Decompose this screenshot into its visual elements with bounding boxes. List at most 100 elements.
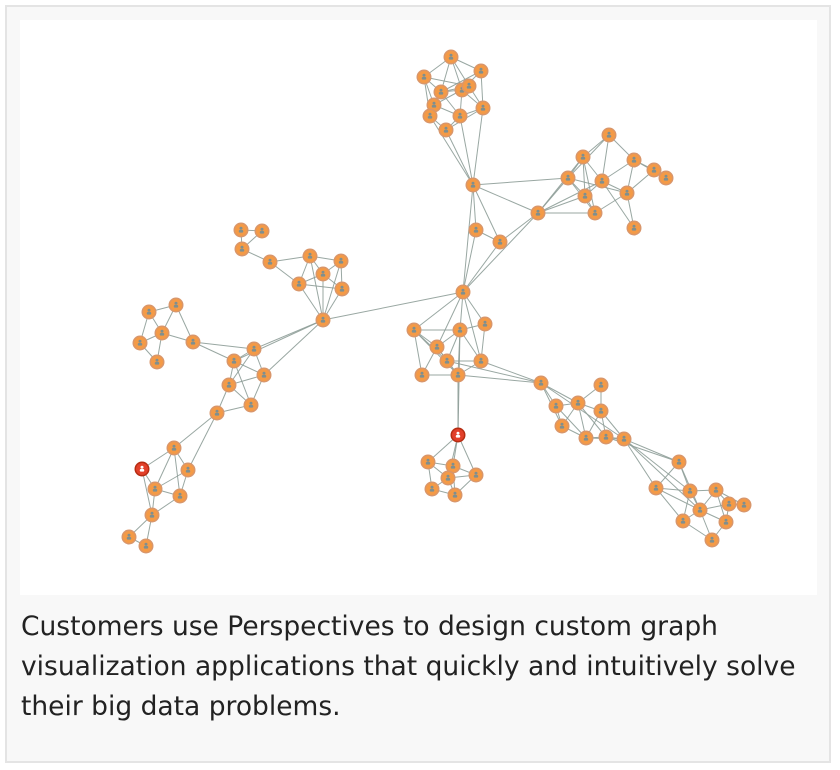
graph-node[interactable]: [718, 514, 734, 530]
graph-node[interactable]: [246, 341, 262, 357]
graph-node[interactable]: [675, 513, 691, 529]
graph-node[interactable]: [302, 248, 318, 264]
graph-node[interactable]: [598, 429, 614, 445]
graph-node[interactable]: [414, 367, 430, 383]
graph-node[interactable]: [144, 507, 160, 523]
graph-node[interactable]: [154, 325, 170, 341]
graph-node[interactable]: [473, 353, 489, 369]
person-icon: [575, 399, 581, 406]
graph-node[interactable]: [601, 127, 617, 143]
graph-node[interactable]: [416, 69, 432, 85]
graph-edge: [472, 184, 477, 231]
graph-node[interactable]: [291, 276, 307, 292]
graph-node[interactable]: [452, 108, 468, 124]
graph-node[interactable]: [560, 170, 576, 186]
graph-node[interactable]: [226, 353, 242, 369]
person-icon: [741, 501, 747, 508]
person-icon: [460, 288, 466, 295]
person-icon: [226, 381, 232, 388]
graph-edge: [173, 447, 181, 497]
graph-node[interactable]: [721, 496, 737, 512]
graph-node[interactable]: [429, 339, 445, 355]
graph-node[interactable]: [141, 304, 157, 320]
graph-node[interactable]: [172, 488, 188, 504]
graph-node[interactable]: [334, 281, 350, 297]
graph-node[interactable]: [577, 188, 593, 204]
graph-node[interactable]: [578, 430, 594, 446]
graph-node[interactable]: [477, 316, 493, 332]
graph-node[interactable]: [473, 63, 489, 79]
graph-node[interactable]: [422, 108, 438, 124]
graph-node-alert[interactable]: [134, 461, 150, 477]
graph-node[interactable]: [439, 353, 455, 369]
graph-node[interactable]: [533, 375, 549, 391]
graph-node[interactable]: [461, 78, 477, 94]
graph-node[interactable]: [548, 398, 564, 414]
graph-node[interactable]: [180, 462, 196, 478]
graph-node[interactable]: [147, 481, 163, 497]
person-icon: [559, 422, 565, 429]
graph-node[interactable]: [736, 497, 752, 513]
graph-node[interactable]: [254, 223, 270, 239]
graph-node[interactable]: [209, 405, 225, 421]
graph-node[interactable]: [185, 334, 201, 350]
graph-node[interactable]: [468, 467, 484, 483]
graph-node[interactable]: [626, 152, 642, 168]
person-icon: [159, 329, 165, 336]
graph-node[interactable]: [234, 241, 250, 257]
graph-edge: [540, 382, 625, 440]
graph-node[interactable]: [575, 149, 591, 165]
graph-node[interactable]: [420, 454, 436, 470]
graph-node[interactable]: [692, 502, 708, 518]
graph-node[interactable]: [671, 454, 687, 470]
graph-node[interactable]: [570, 395, 586, 411]
graph-node[interactable]: [138, 538, 154, 554]
graph-node[interactable]: [221, 377, 237, 393]
graph-node[interactable]: [708, 482, 724, 498]
graph-node[interactable]: [682, 483, 698, 499]
graph-node[interactable]: [450, 367, 466, 383]
graph-node[interactable]: [593, 403, 609, 419]
graph-node[interactable]: [333, 253, 349, 269]
graph-node[interactable]: [149, 354, 165, 370]
graph-node[interactable]: [315, 312, 331, 328]
graph-node[interactable]: [406, 322, 422, 338]
graph-node[interactable]: [626, 220, 642, 236]
graph-node[interactable]: [465, 177, 481, 193]
graph-node[interactable]: [233, 222, 249, 238]
graph-node[interactable]: [619, 185, 635, 201]
graph-node[interactable]: [166, 440, 182, 456]
graph-node[interactable]: [315, 266, 331, 282]
graph-edge: [429, 115, 474, 186]
graph-node[interactable]: [468, 222, 484, 238]
graph-node[interactable]: [452, 322, 468, 338]
graph-node[interactable]: [648, 480, 664, 496]
graph-node[interactable]: [447, 487, 463, 503]
graph-node[interactable]: [455, 284, 471, 300]
graph-node[interactable]: [243, 397, 259, 413]
graph-node[interactable]: [256, 367, 272, 383]
graph-node[interactable]: [424, 481, 440, 497]
graph-node[interactable]: [587, 205, 603, 221]
graph-node[interactable]: [646, 162, 662, 178]
person-icon: [231, 357, 237, 364]
graph-node[interactable]: [593, 377, 609, 393]
graph-node[interactable]: [168, 297, 184, 313]
graph-node[interactable]: [658, 170, 674, 186]
graph-node[interactable]: [443, 49, 459, 65]
graph-node[interactable]: [594, 173, 610, 189]
graph-node[interactable]: [440, 470, 456, 486]
graph-node[interactable]: [445, 458, 461, 474]
graph-node[interactable]: [433, 84, 449, 100]
graph-node[interactable]: [121, 529, 137, 545]
graph-node[interactable]: [530, 205, 546, 221]
graph-node-alert[interactable]: [450, 427, 466, 443]
graph-node[interactable]: [475, 100, 491, 116]
graph-node[interactable]: [262, 254, 278, 270]
graph-node[interactable]: [554, 418, 570, 434]
graph-node[interactable]: [492, 234, 508, 250]
graph-node[interactable]: [704, 532, 720, 548]
graph-node[interactable]: [132, 335, 148, 351]
graph-node[interactable]: [438, 122, 454, 138]
graph-node[interactable]: [616, 431, 632, 447]
